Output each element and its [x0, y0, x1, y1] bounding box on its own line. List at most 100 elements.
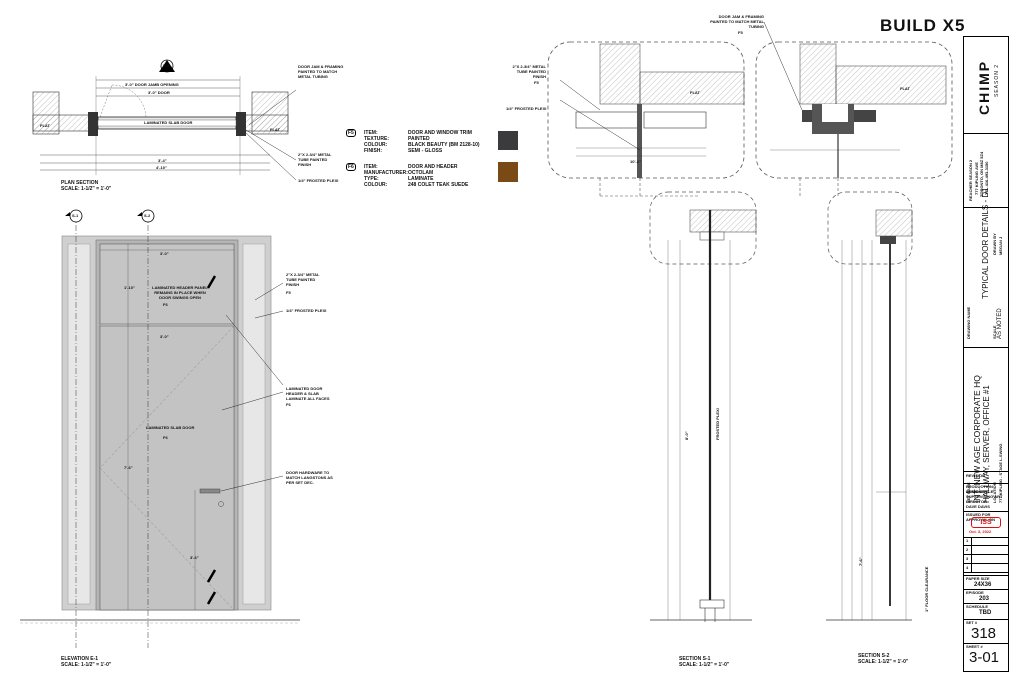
legend-tag: F6: [346, 163, 356, 171]
elev-note-plexi: 1/4" FROSTED PLEXI: [286, 308, 327, 313]
elev-note-door: LAMINATED SLAB DOOR: [146, 425, 195, 430]
rev-row: 2: [966, 547, 969, 552]
legend-value: PAINTED: [408, 136, 430, 142]
legend-tag: F5: [346, 129, 356, 137]
sec-note-plexi: 1/4" FROSTED PLEXI: [506, 106, 547, 111]
plan-dim-mid: 3'-4": [158, 158, 167, 163]
legend-value: OCTOLAM: [408, 170, 434, 176]
plan-note-tube: 2"X 2-3/4" METAL TUBE PAINTED FINISH: [298, 152, 332, 167]
set-label: SET #: [966, 620, 978, 625]
elevation: [20, 209, 300, 648]
sec-scale-1: SCALE: 1-1/2" = 1'-0": [679, 662, 730, 668]
schedule-label: SCHEDULE: [966, 604, 989, 609]
elev-caption: ELEVATION E-1: [61, 656, 99, 662]
iss-stamp: ISS: [971, 517, 1001, 528]
paper-size: 24X36: [974, 582, 992, 588]
sheet-title: TYPICAL DOOR DETAILS - D1: [981, 187, 990, 299]
sec-clearance: 1" FLOOR CLEARANCE: [924, 566, 929, 612]
elev-dim-width: 3'-0": [160, 251, 169, 256]
plan-scale: SCALE: 1-1/2" = 1'-0": [61, 186, 112, 192]
legend-value: DOOR AND WINDOW TRIM: [408, 130, 472, 136]
elev-dim-width-2: 3'-0": [160, 334, 169, 339]
revision-label: REVISION: [966, 473, 986, 478]
sec-dim-s1: 8'-0": [684, 431, 689, 440]
rev-row: 3: [966, 556, 969, 561]
legend-key: FINISH:: [364, 148, 383, 154]
sec-caption-1: SECTION S-1: [679, 656, 711, 662]
section-detail-1: [547, 41, 745, 197]
ad-label: SUPERVISING ART DIRECTOR: [966, 494, 1003, 504]
sec-flat-2: FLAT: [900, 86, 910, 91]
pd-label: PRODUCTION DESIGNER: [966, 484, 993, 494]
finish-legend: F5 ITEM: TEXTURE: COLOUR: FINISH: DOOR A…: [346, 128, 522, 196]
logo: CHIMP: [976, 59, 992, 115]
section-s2: [826, 191, 913, 621]
legend-value: SEMI - GLOSS: [408, 148, 443, 154]
elev-tag-s1[interactable]: S-1: [72, 213, 79, 218]
scale-value: AS NOTED: [997, 308, 1003, 339]
sec-tag-f5-b: F5: [534, 80, 539, 85]
sec-note-tube: 2"X 2-3/4" METAL TUBE PAINTED FINISH: [512, 64, 546, 79]
legend-entry-f5: F5 ITEM: TEXTURE: COLOUR: FINISH: DOOR A…: [346, 128, 522, 162]
drawn-name: MEGAN J: [998, 236, 1003, 255]
rev-row: 1: [966, 538, 969, 543]
build-label: BUILD X5: [880, 16, 966, 35]
drawing-name-label: DRAWING NAME: [966, 306, 971, 339]
legend-key: ITEM:: [364, 130, 378, 136]
sec-caption-2: SECTION S-2: [858, 653, 890, 659]
sec-plexi-vert: FROSTED PLEXI: [715, 408, 720, 440]
paper-size-label: PAPER SIZE: [966, 576, 990, 581]
ad-name: DAVE DAVIS: [966, 504, 990, 509]
sheet-number: 3-01: [969, 649, 1000, 666]
legend-key: TEXTURE:: [364, 136, 389, 142]
legend-value: LAMINATE: [408, 176, 434, 182]
plan-note-jamb: DOOR JAM & FRAMING PAINTED TO MATCH META…: [298, 64, 344, 79]
elev-dim-hw: 3'-6": [190, 555, 199, 560]
elev-tag-f6-a: F6: [163, 302, 168, 307]
legend-value: BLACK BEAUTY (BM 2128-10): [408, 142, 480, 148]
sec-dim-s2: 7'-6": [858, 557, 863, 566]
legend-key: TYPE:: [364, 176, 379, 182]
sec-note-jamb: DOOR JAM & FRAMING PAINTED TO MATCH META…: [710, 14, 764, 29]
rev-table: 1 2 3 4: [964, 537, 1008, 573]
legend-key: COLOUR:: [364, 142, 388, 148]
rev-row: 4: [966, 565, 969, 570]
plan-dim-total: 4'-10": [156, 165, 167, 170]
episode: 203: [979, 596, 990, 602]
plan-flat-right: FLAT: [270, 127, 280, 132]
swatch-f6: [498, 162, 518, 182]
drawing-canvas: [20, 21, 953, 648]
issued-label: ISSUED FOR APPROVAL ON: [966, 512, 995, 522]
elev-note-header: LAMINATED HEADER PANEL REMAINS IN PLACE …: [152, 285, 208, 300]
plan-flat-left: FLAT: [40, 123, 50, 128]
plan-door-label: LAMINATED SLAB DOOR: [144, 120, 193, 125]
plan-note-plexi: 1/4" FROSTED PLEXI: [298, 178, 339, 183]
client-1: REACHER SEASON 2: [968, 159, 973, 201]
legend-key: ITEM:: [364, 164, 378, 170]
title-block: CHIMP SEASON 2 REACHER SEASON 2 777 KIPL…: [963, 36, 1009, 672]
plan-tag-e1[interactable]: E-1: [163, 63, 170, 68]
sec-scale-2: SCALE: 1-1/2" = 1'-0": [858, 659, 909, 665]
swatch-f5: [498, 131, 518, 150]
schedule: TBD: [979, 610, 992, 616]
sec-tag-f5-a: F5: [738, 30, 743, 35]
legend-value: DOOR AND HEADER: [408, 164, 458, 170]
elev-note-hw: DOOR HARDWARE TO MATCH LANGSTONS AS PER …: [286, 470, 333, 485]
drawn-by: DRAWN BY: [992, 233, 997, 255]
elev-note-lam: LAMINATED DOOR HEADER & SLAB LAMINATE AL…: [286, 386, 330, 401]
elev-tag-f6-c: F6: [286, 402, 291, 407]
legend-key: COLOUR:: [364, 182, 388, 188]
iss-date: Oct. 3, 2022: [969, 529, 992, 534]
pd-name: ANNIE DOYLE: [966, 489, 994, 494]
elev-tag-s2[interactable]: S-2: [144, 213, 151, 218]
set-number: 318: [971, 625, 997, 642]
plan-dim-door: 3'-0" DOOR: [148, 90, 170, 95]
sheet-label: SHEET #: [966, 644, 983, 649]
legend-entry-f6: F6 ITEM: MANUFACTURER: TYPE: COLOUR: DOO…: [346, 162, 522, 196]
elev-dim-head: 1'-10": [124, 285, 135, 290]
sec-flat-1: FLAT: [690, 90, 700, 95]
legend-value: 248 COLET TEAK SUEDE: [408, 182, 469, 188]
plan-dim-opening: 3'-0" DOOR JAMB OPENING: [125, 82, 179, 87]
plan-section: [32, 59, 297, 181]
episode-label: EPISODE: [966, 590, 984, 595]
